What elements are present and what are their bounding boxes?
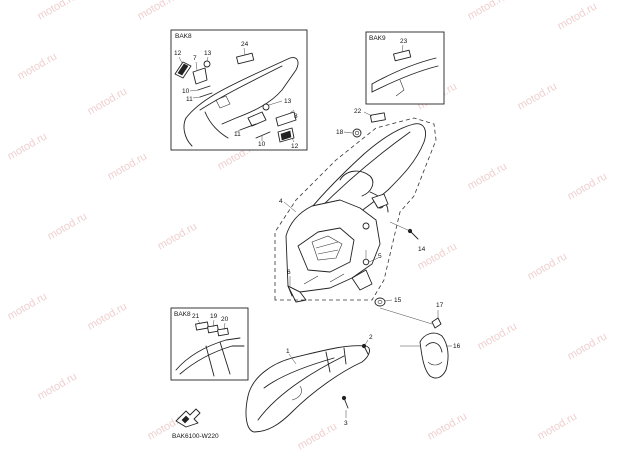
watermark: motod.ru (556, 0, 600, 32)
watermark: motod.ru (86, 85, 130, 117)
watermark: motod.ru (16, 50, 60, 82)
watermark: motod.ru (86, 300, 130, 332)
decal-22 (369, 112, 386, 123)
watermark: motod.ru (46, 210, 90, 242)
nut-13-top (203, 60, 211, 68)
inset-front-fender-top (175, 337, 241, 371)
front-direction-indicator (175, 408, 201, 428)
grommet-18 (352, 128, 362, 138)
watermark: motod.ru (36, 0, 80, 23)
watermark: motod.ru (156, 220, 200, 252)
callout-4: 4 (279, 198, 283, 205)
inset-rear-fender-lower (204, 111, 229, 139)
callout-20: 20 (221, 316, 229, 323)
bracket-9 (247, 111, 267, 127)
watermark: motod.ru (106, 150, 150, 182)
callout-2: 2 (369, 334, 373, 341)
bolt-6 (287, 285, 293, 297)
nut-13-right (262, 103, 270, 111)
bolt-17 (431, 317, 442, 329)
inset-frame (170, 307, 249, 381)
airbox-opening (297, 227, 355, 273)
inset-bak8-top: BAK8 24 12 7 13 10 11 13 (170, 29, 308, 151)
callout-15: 15 (394, 297, 402, 304)
fork-guard-group: 16 17 (379, 302, 461, 379)
front-fender-ridge (257, 355, 345, 421)
callout-18: 18 (336, 129, 344, 136)
callout-12-right: 12 (291, 143, 299, 150)
watermark: motod.ru (36, 370, 80, 402)
callout-3: 3 (344, 420, 348, 427)
callout-7: 7 (193, 55, 197, 62)
inset-bak9: BAK9 23 (365, 31, 445, 105)
watermark: motod.ru (536, 410, 580, 442)
front-fender (245, 345, 370, 433)
callout-19: 19 (210, 313, 218, 320)
callout-5: 5 (378, 253, 382, 260)
watermark: motod.ru (476, 320, 520, 352)
bolt-10-right (255, 131, 271, 139)
callout-16: 16 (453, 343, 461, 350)
callout-14: 14 (418, 246, 426, 253)
decal-24 (236, 52, 255, 65)
callout-13-right: 13 (284, 98, 292, 105)
callout-22: 22 (354, 108, 362, 115)
inset-rear-fender-outline (185, 57, 299, 125)
damper-15 (374, 297, 386, 307)
decal-19 (207, 324, 219, 334)
callout-11-right: 11 (234, 131, 241, 138)
callout-24: 24 (241, 41, 249, 48)
callout-21: 21 (192, 313, 200, 320)
inset-fender-top (371, 57, 437, 85)
bolt-10-left (197, 85, 211, 91)
callout-23: 23 (400, 38, 408, 45)
watermark: motod.ru (136, 0, 180, 23)
inset-bak8-bottom: BAK8 21 19 20 (170, 307, 249, 381)
watermark: motod.ru (6, 290, 50, 322)
callout-10-left: 10 (182, 88, 190, 95)
watermark: motod.ru (296, 420, 340, 452)
bracket-8 (275, 111, 297, 127)
inset-label: BAK8 (175, 33, 192, 40)
inset-bracket (215, 95, 231, 109)
diagram-code: BAK6100-W220 (172, 433, 219, 440)
watermark: motod.ru (466, 0, 510, 23)
collar-5 (362, 258, 370, 266)
watermark: motod.ru (566, 330, 610, 362)
callout-1: 1 (286, 348, 290, 355)
callout-10-right: 10 (258, 141, 266, 148)
fork-guard-16 (419, 332, 449, 379)
callout-8: 8 (294, 113, 298, 120)
airbox-grid (311, 235, 343, 261)
watermark: motod.ru (466, 160, 510, 192)
watermark: motod.ru (566, 170, 610, 202)
bolt-11-right (239, 123, 257, 131)
callout-11-left: 11 (186, 96, 193, 103)
bracket-7 (192, 67, 208, 85)
watermark: motod.ru (526, 250, 570, 282)
watermark: motod.ru (516, 80, 560, 112)
inset-label: BAK9 (369, 35, 386, 42)
inset-rear-fender-ridge (199, 65, 283, 111)
assembly-boundary (274, 117, 437, 301)
inset-fender-bottom (371, 65, 439, 93)
inset-rear-fender-tail (183, 117, 193, 147)
bolt-11-left (199, 92, 213, 98)
decal-23 (393, 49, 412, 62)
callout-17: 17 (436, 302, 444, 309)
rear-fender-tailhole (339, 170, 374, 197)
callout-12-left: 12 (174, 50, 182, 57)
inset-label: BAK8 (174, 311, 191, 318)
callout-6: 6 (287, 269, 291, 276)
front-fender-group: 1 2 3 (245, 334, 373, 433)
watermark: motod.ru (6, 130, 50, 162)
decal-20 (217, 327, 229, 337)
decal-21 (195, 321, 209, 331)
watermark: motod.ru (426, 410, 470, 442)
callout-13-top: 13 (204, 50, 212, 57)
side-cover-4 (285, 199, 381, 293)
rear-fender-assembly: 4 18 22 14 5 6 15 (274, 108, 437, 307)
